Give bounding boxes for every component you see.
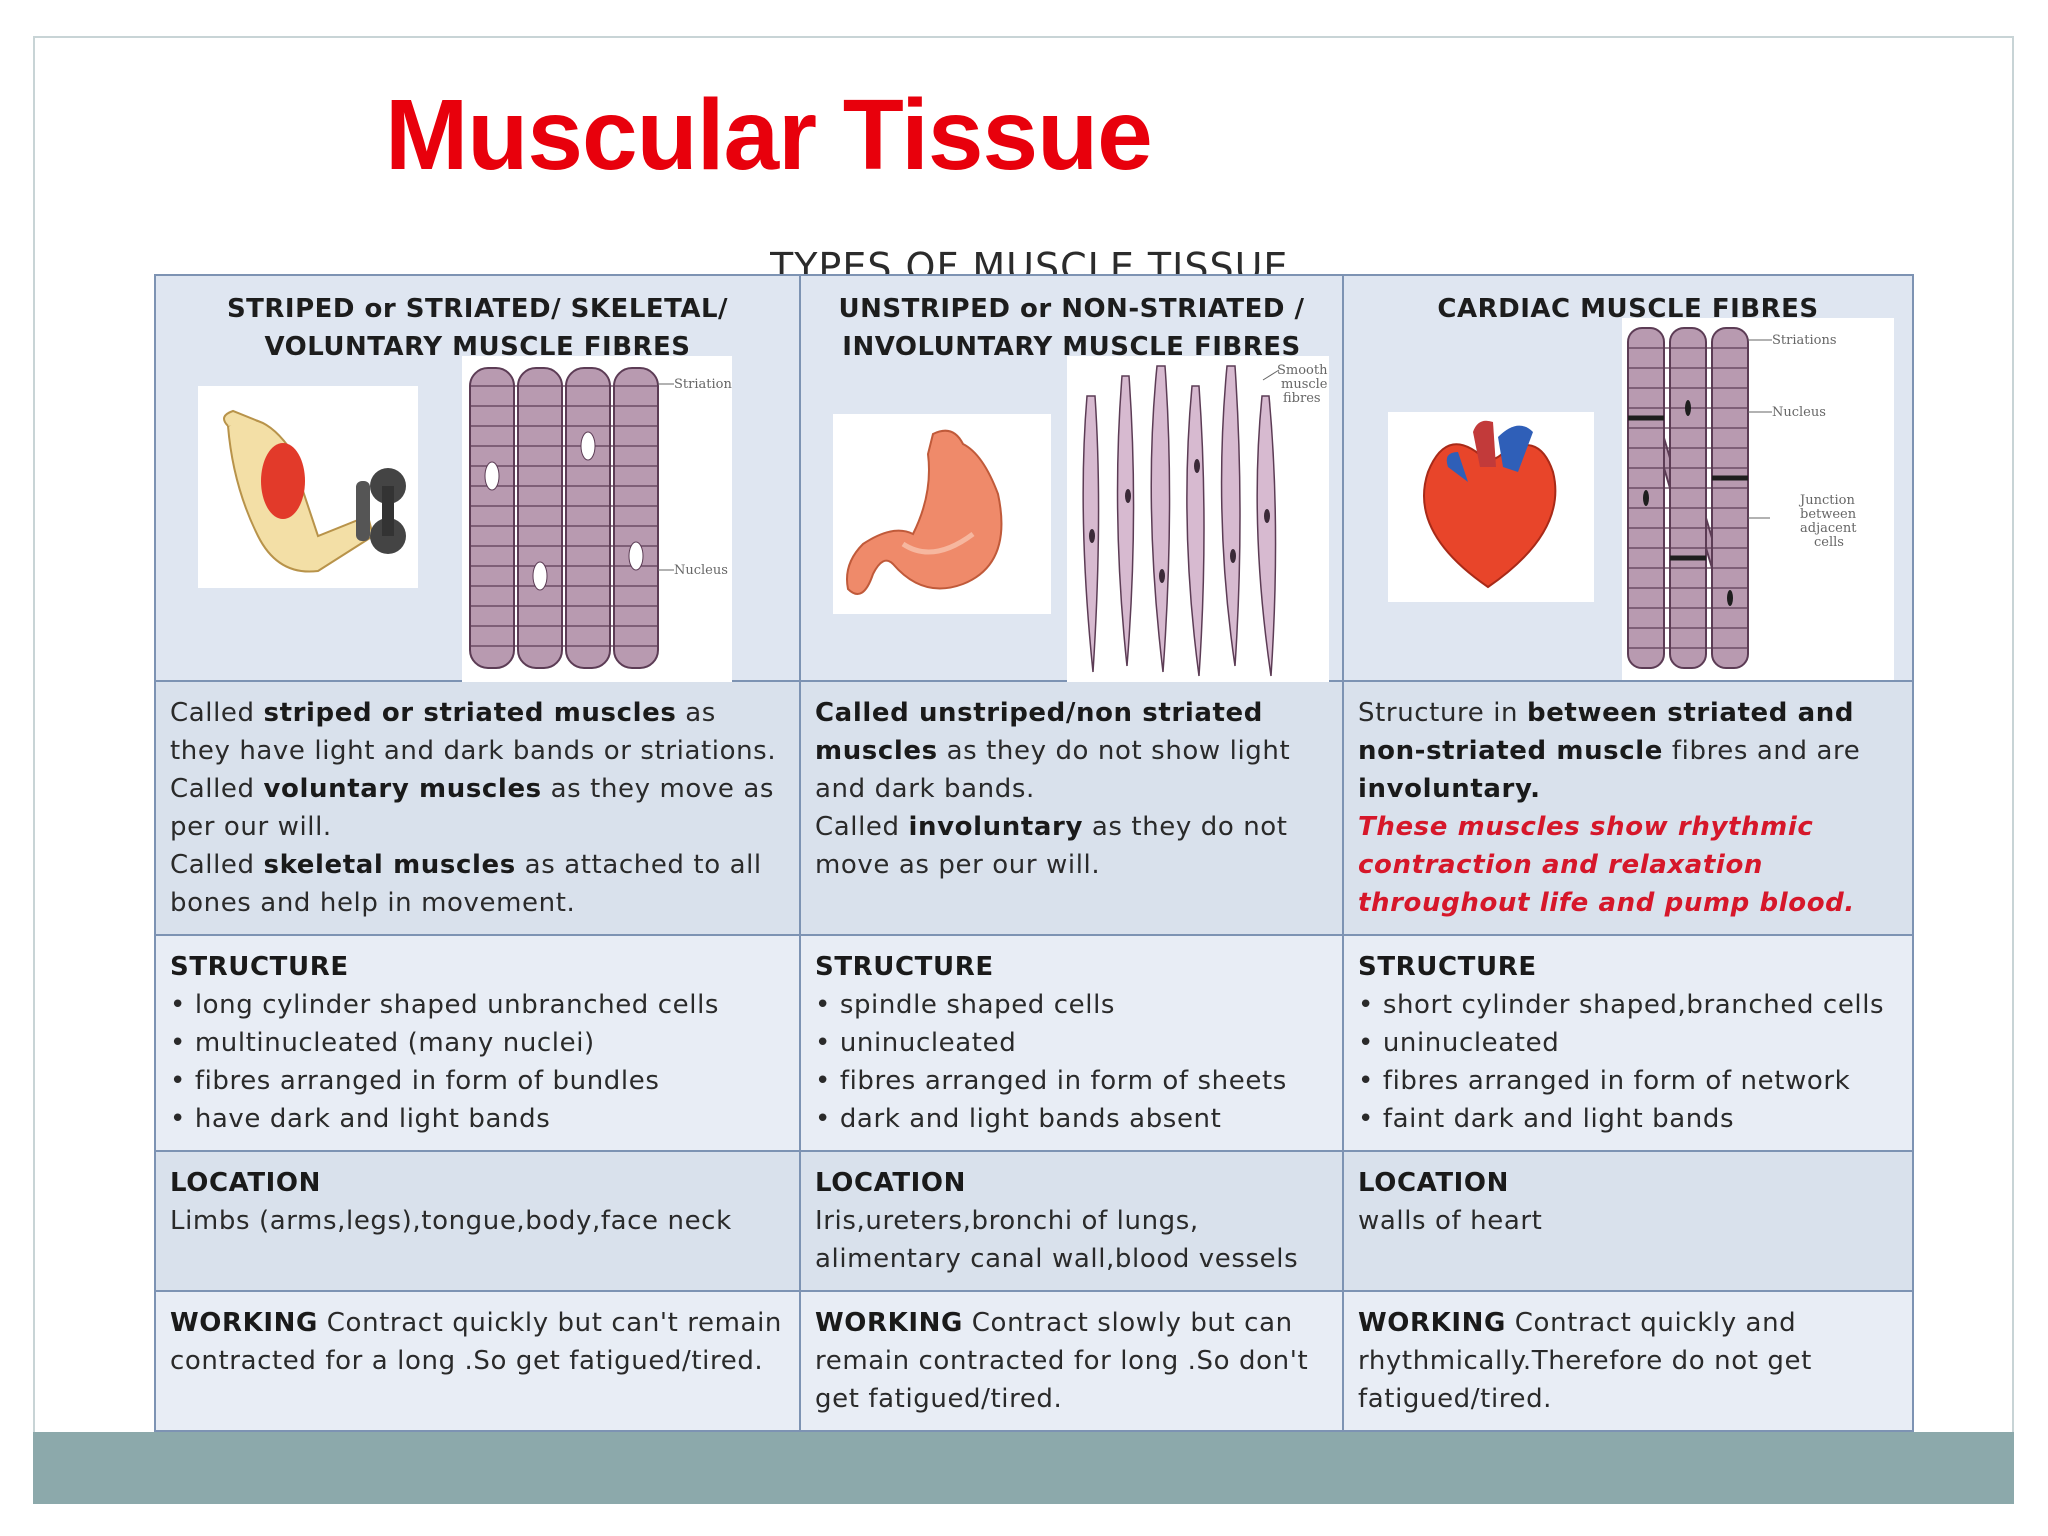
footer-band — [33, 1432, 2014, 1504]
header-cell-smooth: UNSTRIPED or NON-STRIATED / INVOLUNTARY … — [799, 274, 1344, 682]
location-cell-cardiac: LOCATION walls of heart — [1342, 1150, 1914, 1292]
list-item: uninucleated — [815, 1024, 1328, 1062]
header-cell-cardiac: CARDIAC MUSCLE FIBRES — [1342, 274, 1914, 682]
list-item: uninucleated — [1358, 1024, 1898, 1062]
structure-label: STRUCTURE — [1358, 952, 1537, 982]
column-title-skeletal: STRIPED or STRIATED/ SKELETAL/ VOLUNTARY… — [156, 290, 799, 366]
location-cell-smooth: LOCATION Iris,ureters,bronchi of lungs, … — [799, 1150, 1344, 1292]
structure-label: STRUCTURE — [815, 952, 994, 982]
column-title-line: UNSTRIPED or NON-STRIATED / — [838, 294, 1305, 324]
location-text: Limbs (arms,legs),tongue,body,face neck — [170, 1206, 732, 1236]
description-cell-skeletal: Called striped or striated muscles as th… — [154, 680, 801, 936]
figure-label: Striations — [674, 377, 732, 392]
structure-row: STRUCTURE long cylinder shaped unbranche… — [154, 934, 1914, 1152]
arm-dumbbell-illustration — [198, 386, 418, 588]
location-cell-skeletal: LOCATION Limbs (arms,legs),tongue,body,f… — [154, 1150, 801, 1292]
table-caption: TYPES OF MUSCLE TISSUE — [770, 245, 1289, 278]
structure-cell-cardiac: STRUCTURE short cylinder shaped,branched… — [1342, 934, 1914, 1152]
description-cell-smooth: Called unstriped/non striated muscles as… — [799, 680, 1344, 936]
highlight-text: These muscles show rhythmic contraction … — [1358, 812, 1855, 918]
structure-cell-skeletal: STRUCTURE long cylinder shaped unbranche… — [154, 934, 801, 1152]
list-item: multinucleated (many nuclei) — [170, 1024, 785, 1062]
list-item: fibres arranged in form of bundles — [170, 1062, 785, 1100]
header-cell-skeletal: STRIPED or STRIATED/ SKELETAL/ VOLUNTARY… — [154, 274, 801, 682]
list-item: fibres arranged in form of network — [1358, 1062, 1898, 1100]
list-item: dark and light bands absent — [815, 1100, 1328, 1138]
working-cell-smooth: WORKING Contract slowly but can remain c… — [799, 1290, 1344, 1432]
figure-label: cells — [1814, 535, 1844, 550]
stomach-illustration — [833, 414, 1051, 614]
skeletal-fibre-illustration: Striations Nucleus — [462, 356, 732, 682]
figure-label: Striations — [1772, 333, 1837, 348]
list-item: have dark and light bands — [170, 1100, 785, 1138]
figure-label: muscle — [1281, 377, 1328, 392]
structure-cell-smooth: STRUCTURE spindle shaped cells uninuclea… — [799, 934, 1344, 1152]
working-text: WORKING Contract slowly but can remain c… — [815, 1308, 1309, 1414]
figure-label: Nucleus — [674, 563, 728, 578]
figure-label: between — [1800, 507, 1857, 522]
list-item: fibres arranged in form of sheets — [815, 1062, 1328, 1100]
structure-label: STRUCTURE — [170, 952, 349, 982]
working-row: WORKING Contract quickly but can't remai… — [154, 1290, 1914, 1432]
list-item: spindle shaped cells — [815, 986, 1328, 1024]
table-header-row: STRIPED or STRIATED/ SKELETAL/ VOLUNTARY… — [154, 274, 1914, 682]
structure-list: short cylinder shaped,branched cells uni… — [1358, 986, 1898, 1138]
structure-list: spindle shaped cells uninucleated fibres… — [815, 986, 1328, 1138]
location-label: LOCATION — [815, 1168, 966, 1198]
working-cell-skeletal: WORKING Contract quickly but can't remai… — [154, 1290, 801, 1432]
location-label: LOCATION — [170, 1168, 321, 1198]
list-item: faint dark and light bands — [1358, 1100, 1898, 1138]
working-label: WORKING — [1358, 1308, 1506, 1338]
working-text: WORKING Contract quickly and rhythmicall… — [1358, 1308, 1812, 1414]
heart-illustration — [1388, 412, 1594, 602]
working-cell-cardiac: WORKING Contract quickly and rhythmicall… — [1342, 1290, 1914, 1432]
list-item: long cylinder shaped unbranched cells — [170, 986, 785, 1024]
smooth-fibre-illustration: Smooth muscle fibres — [1067, 356, 1329, 682]
column-title-smooth: UNSTRIPED or NON-STRIATED / INVOLUNTARY … — [801, 290, 1342, 366]
figure-label: fibres — [1283, 391, 1321, 406]
muscle-types-table: STRIPED or STRIATED/ SKELETAL/ VOLUNTARY… — [154, 274, 1914, 1432]
figure-label: adjacent — [1800, 521, 1857, 536]
description-cell-cardiac: Structure in between striated and non-st… — [1342, 680, 1914, 936]
location-label: LOCATION — [1358, 1168, 1509, 1198]
description-row: Called striped or striated muscles as th… — [154, 680, 1914, 936]
cardiac-fibre-illustration: Striations Nucleus Junction between adja… — [1622, 318, 1894, 680]
working-label: WORKING — [170, 1308, 318, 1338]
working-text: WORKING Contract quickly but can't remai… — [170, 1308, 782, 1376]
description-text: Called unstriped/non striated muscles as… — [815, 698, 1291, 880]
description-text: Called striped or striated muscles as th… — [170, 698, 777, 918]
figure-label: Junction — [1798, 493, 1855, 508]
figure-label: Smooth — [1277, 363, 1328, 378]
slide-title: Muscular Tissue — [385, 79, 1153, 191]
column-title-line: STRIPED or STRIATED/ SKELETAL/ — [226, 294, 729, 324]
location-text: Iris,ureters,bronchi of lungs, alimentar… — [815, 1206, 1299, 1274]
location-text: walls of heart — [1358, 1206, 1543, 1236]
list-item: short cylinder shaped,branched cells — [1358, 986, 1898, 1024]
structure-list: long cylinder shaped unbranched cells mu… — [170, 986, 785, 1138]
working-label: WORKING — [815, 1308, 963, 1338]
description-text: Structure in between striated and non-st… — [1358, 698, 1861, 918]
figure-label: Nucleus — [1772, 405, 1826, 420]
location-row: LOCATION Limbs (arms,legs),tongue,body,f… — [154, 1150, 1914, 1292]
